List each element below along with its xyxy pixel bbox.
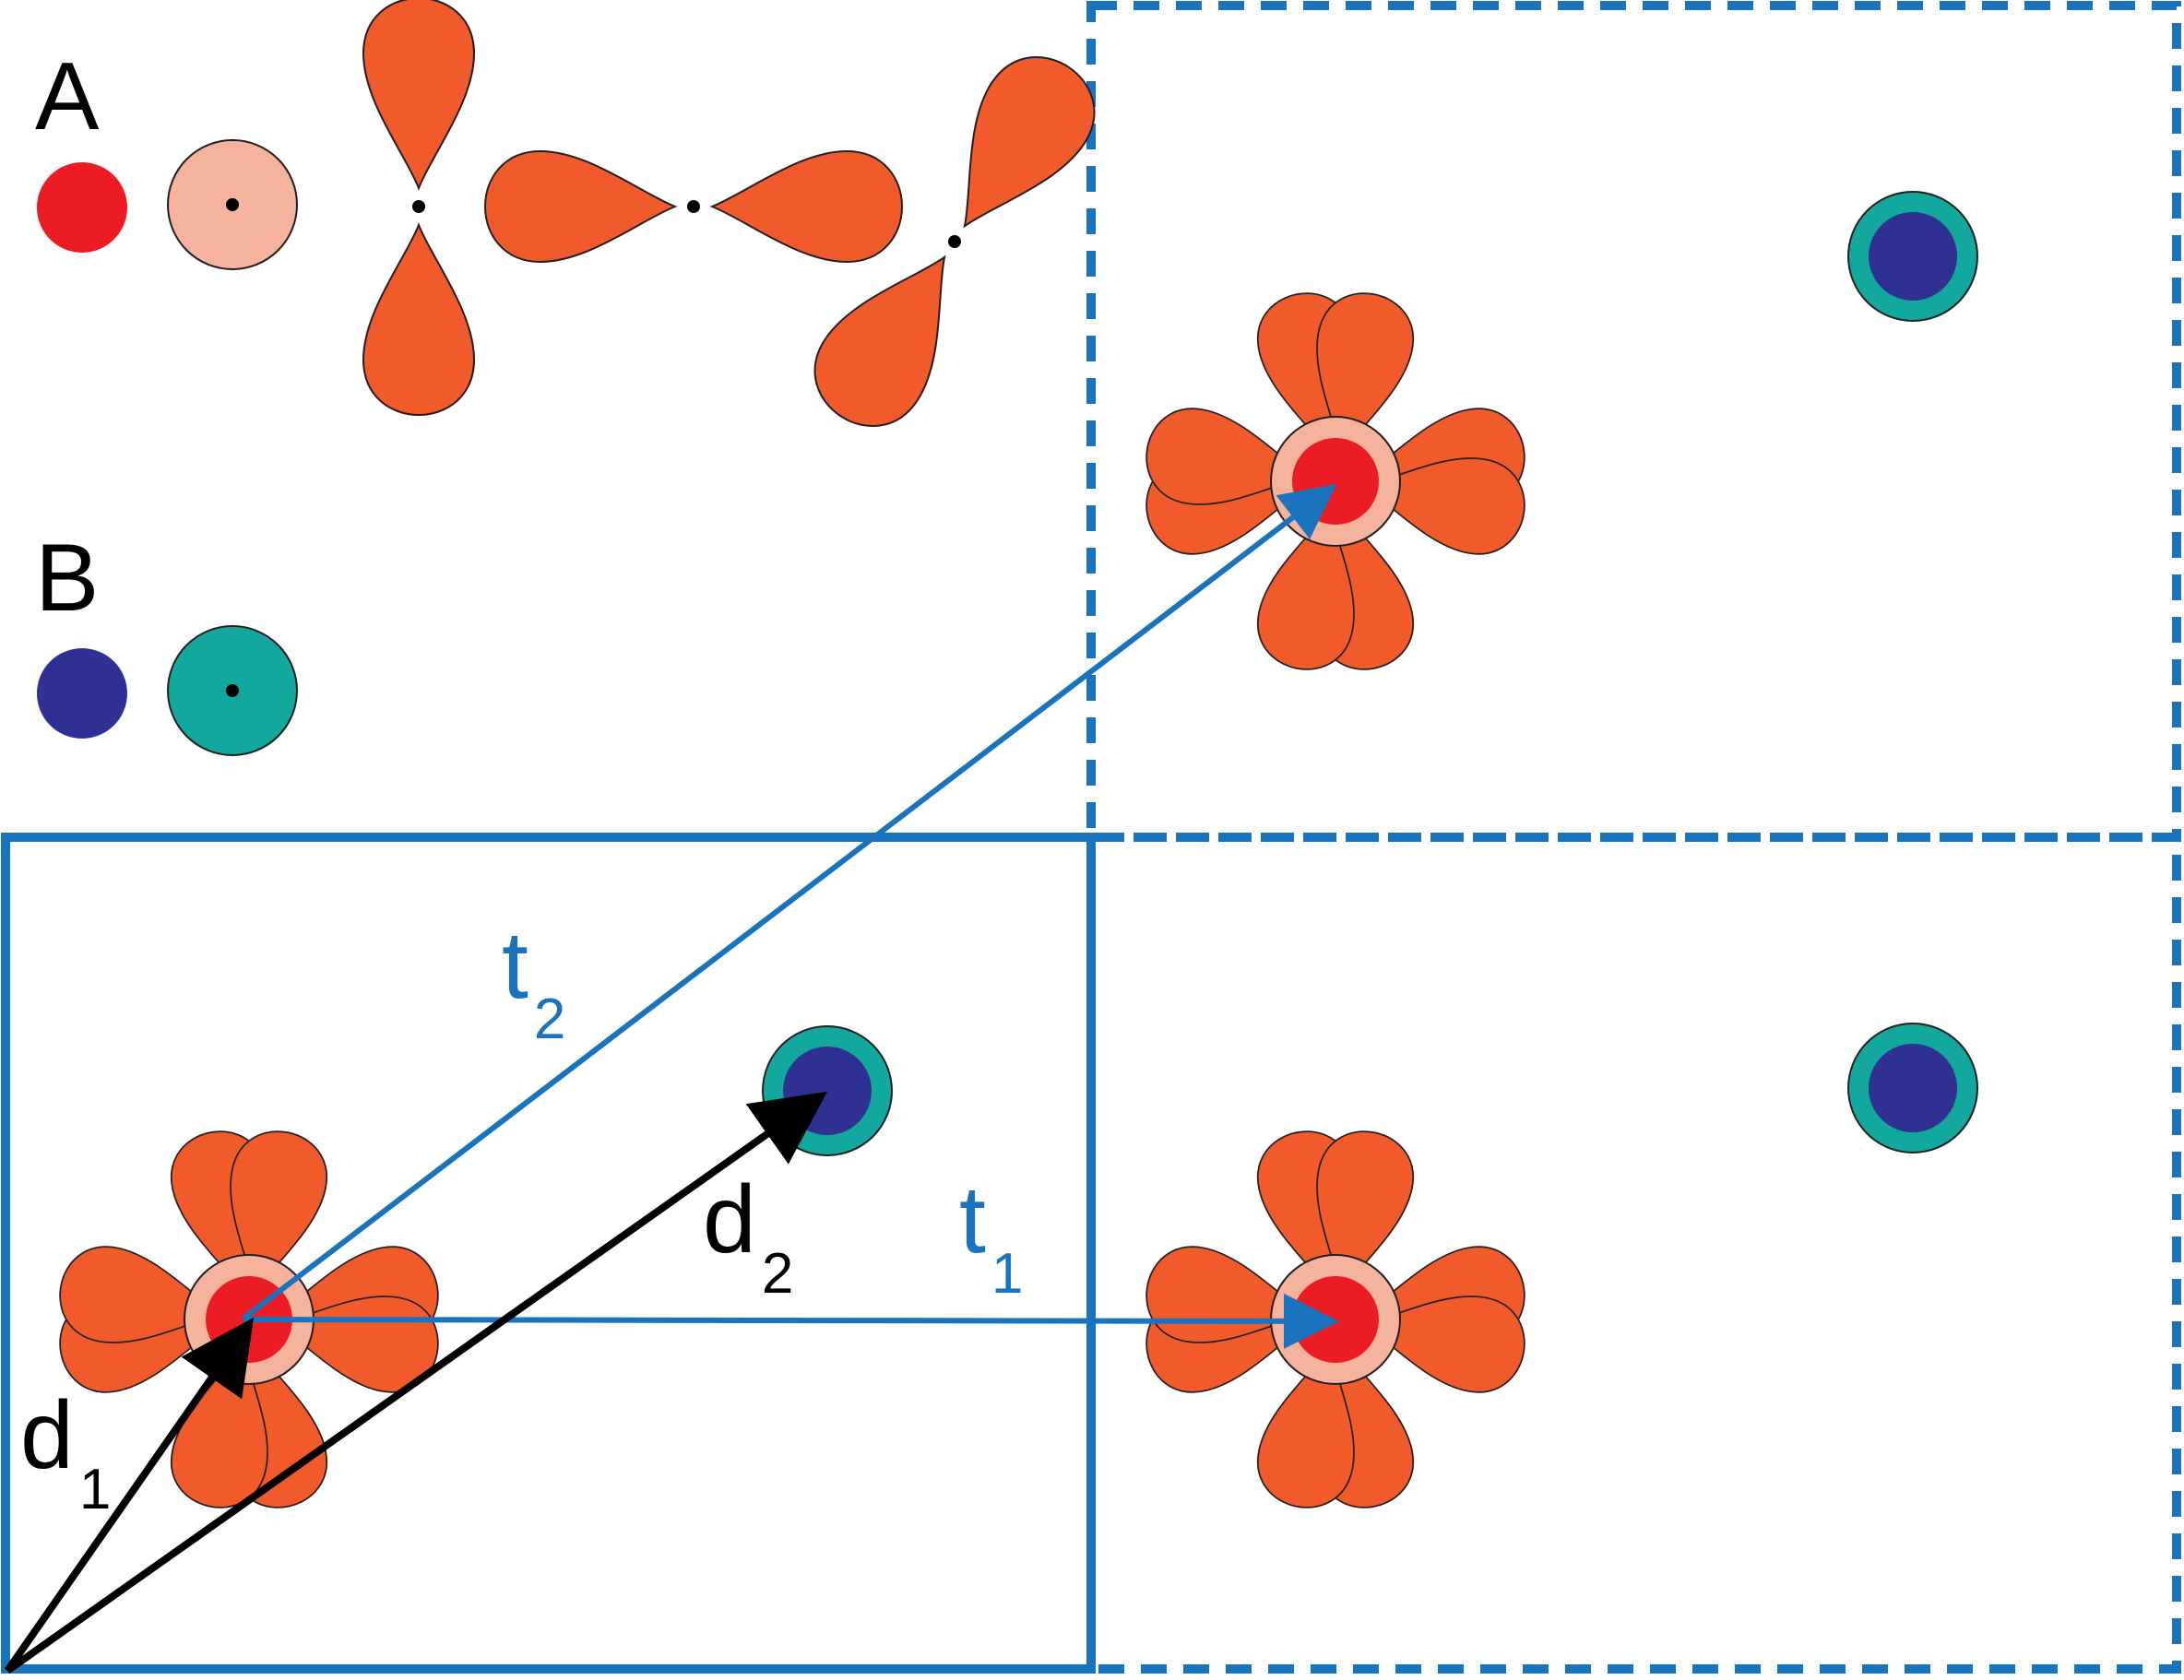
legend-a-label: A (35, 43, 100, 150)
t1-vector-arrow (243, 1293, 1339, 1349)
lattice-vectors (4, 483, 1339, 1674)
d2-label-main: d (703, 1166, 756, 1273)
red-dot-icon (37, 162, 127, 253)
d1-label-main: d (20, 1382, 74, 1489)
t1-label-sub: 1 (991, 1242, 1023, 1306)
t2-label-sub: 2 (534, 988, 565, 1051)
s-orbital-b-icon (167, 625, 298, 756)
t1-label-main: t (959, 1166, 986, 1273)
image-cell-top-right (1086, 1, 2181, 842)
t2-vector-arrow (242, 483, 1337, 1321)
blue-dot-icon (37, 648, 127, 739)
image-cell-bottom-right (1086, 833, 2181, 1674)
s-orbital-a-icon (167, 139, 298, 270)
atom-a-core (1292, 438, 1379, 525)
d1-label-sub: 1 (79, 1458, 111, 1521)
t2-label-main: t (502, 912, 528, 1019)
d1-label: d1 (20, 1382, 111, 1521)
d2-vector-arrow (5, 1091, 828, 1674)
legend-a: A (35, 0, 1116, 448)
t1-label: t1 (959, 1166, 1023, 1306)
vector-labels: d1 d2 t1 t2 (20, 912, 1023, 1521)
atom-b-image-right (1847, 1023, 1978, 1154)
p-orbital-diagonal-icon (793, 35, 1116, 448)
t2-label: t2 (502, 912, 565, 1051)
legend-b-label: B (35, 525, 99, 632)
p-orbital-vertical-icon (362, 0, 475, 416)
atom-b-unit-cell (762, 1025, 893, 1156)
legend-b: B (35, 525, 298, 756)
p-orbital-horizontal-icon (484, 150, 903, 263)
d2-label-sub: 2 (762, 1242, 793, 1306)
atom-a-image-top (1138, 283, 1533, 680)
d2-label: d2 (703, 1166, 793, 1306)
unit-cell-solid (1, 833, 1096, 1674)
atom-b-image-top (1847, 191, 1978, 322)
d1-vector-arrow (4, 1317, 255, 1674)
